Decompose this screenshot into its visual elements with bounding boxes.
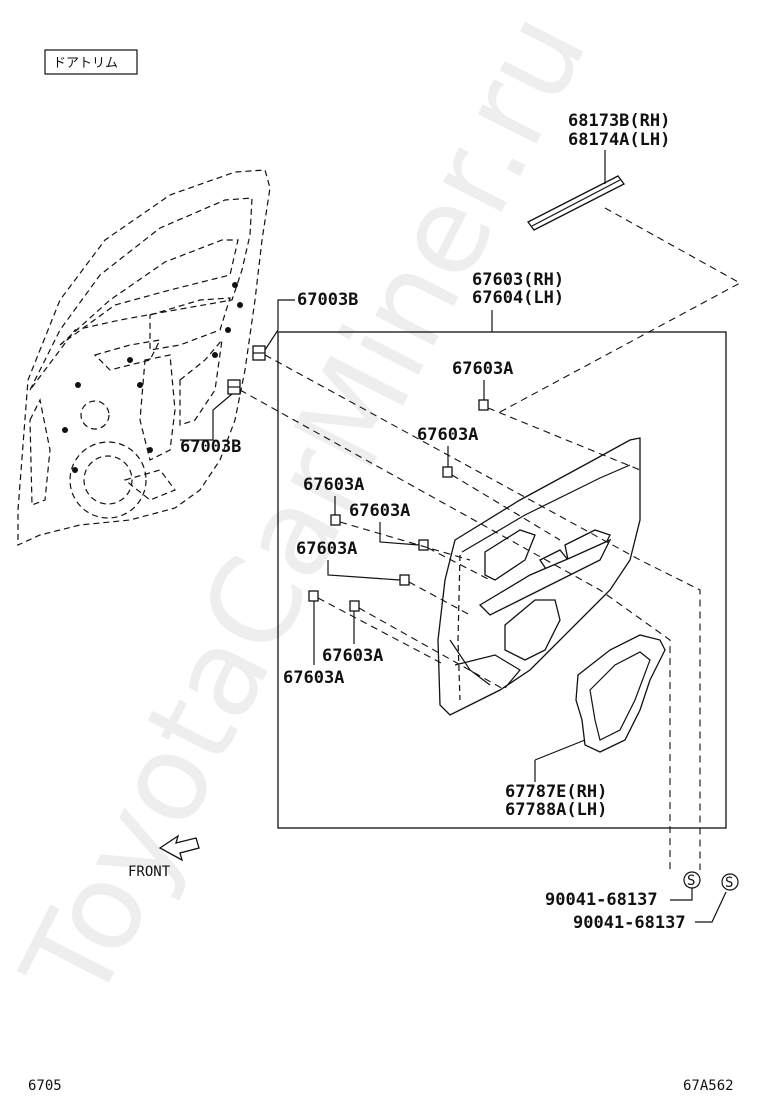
label-clip-b-bottom: 67003B <box>180 437 241 457</box>
label-clip-a-2: 67603A <box>417 425 478 445</box>
dashed-guide-clip-b-lower <box>239 389 671 870</box>
label-screw-2: 90041-68137 <box>573 913 686 933</box>
footer-page-code: 6705 <box>28 1078 62 1094</box>
clip-67603a-6 <box>308 590 319 602</box>
door-trim-board <box>437 437 641 716</box>
label-clip-a-6: 67603A <box>322 646 383 666</box>
leader-clip-a-5 <box>327 560 401 581</box>
label-clip-a-5: 67603A <box>296 539 357 559</box>
clip-67603a-2 <box>442 466 453 478</box>
label-clip-a-4: 67603A <box>349 501 410 521</box>
label-clip-a-1: 67603A <box>452 359 513 379</box>
footer-figure-code: 67A562 <box>683 1078 734 1094</box>
screw-symbol-2: S <box>725 875 733 891</box>
leader-67003b-top <box>264 299 295 351</box>
front-arrow-icon <box>158 834 200 862</box>
service-hole-cover <box>575 634 666 753</box>
label-seal-rh: 67787E(RH) <box>505 782 607 802</box>
dashed-guide-clip-a-3 <box>339 521 471 561</box>
front-label: FRONT <box>128 864 171 880</box>
label-board-lh: 67604(LH) <box>472 288 564 308</box>
leader-seal <box>534 739 586 761</box>
label-moulding-lh: 68174A(LH) <box>568 130 670 150</box>
label-screw-1: 90041-68137 <box>545 890 658 910</box>
screw-symbol-1: S <box>687 873 695 889</box>
leader-67003b-bottom <box>180 393 233 441</box>
label-clip-a-3: 67603A <box>303 475 364 495</box>
clip-67603a-5 <box>399 574 410 586</box>
dashed-guide-clip-a-7 <box>358 607 506 691</box>
window-moulding-part <box>527 175 625 231</box>
section-label: ドアトリム <box>53 56 118 71</box>
clip-67603a-1 <box>478 399 489 411</box>
label-clip-b-top: 67003B <box>297 290 358 310</box>
dashed-guide-moulding <box>499 207 742 413</box>
assembly-box <box>277 331 727 829</box>
clip-67003b-lower <box>227 379 241 395</box>
label-board-rh: 67603(RH) <box>472 270 564 290</box>
clip-67003b-upper <box>252 345 266 361</box>
leader-screw-1 <box>670 888 693 901</box>
clip-67603a-4 <box>418 539 429 551</box>
label-seal-lh: 67788A(LH) <box>505 800 607 820</box>
leader-clip-a-4 <box>379 522 420 546</box>
dashed-guide-clip-a-2 <box>451 474 561 541</box>
label-clip-a-7: 67603A <box>283 668 344 688</box>
dashed-guide-clip-b-upper <box>264 354 701 870</box>
screw-icon-1: S <box>683 871 701 889</box>
screw-icon-2: S <box>721 873 739 891</box>
dashed-guide-clip-a-1 <box>487 407 641 471</box>
leader-screw-2 <box>695 891 727 923</box>
section-header: ドアトリム <box>44 49 138 75</box>
label-moulding-rh: 68173B(RH) <box>568 111 670 131</box>
clip-67603a-3 <box>330 514 341 526</box>
door-inner-panel <box>17 169 271 546</box>
clip-67603a-7 <box>349 600 360 612</box>
